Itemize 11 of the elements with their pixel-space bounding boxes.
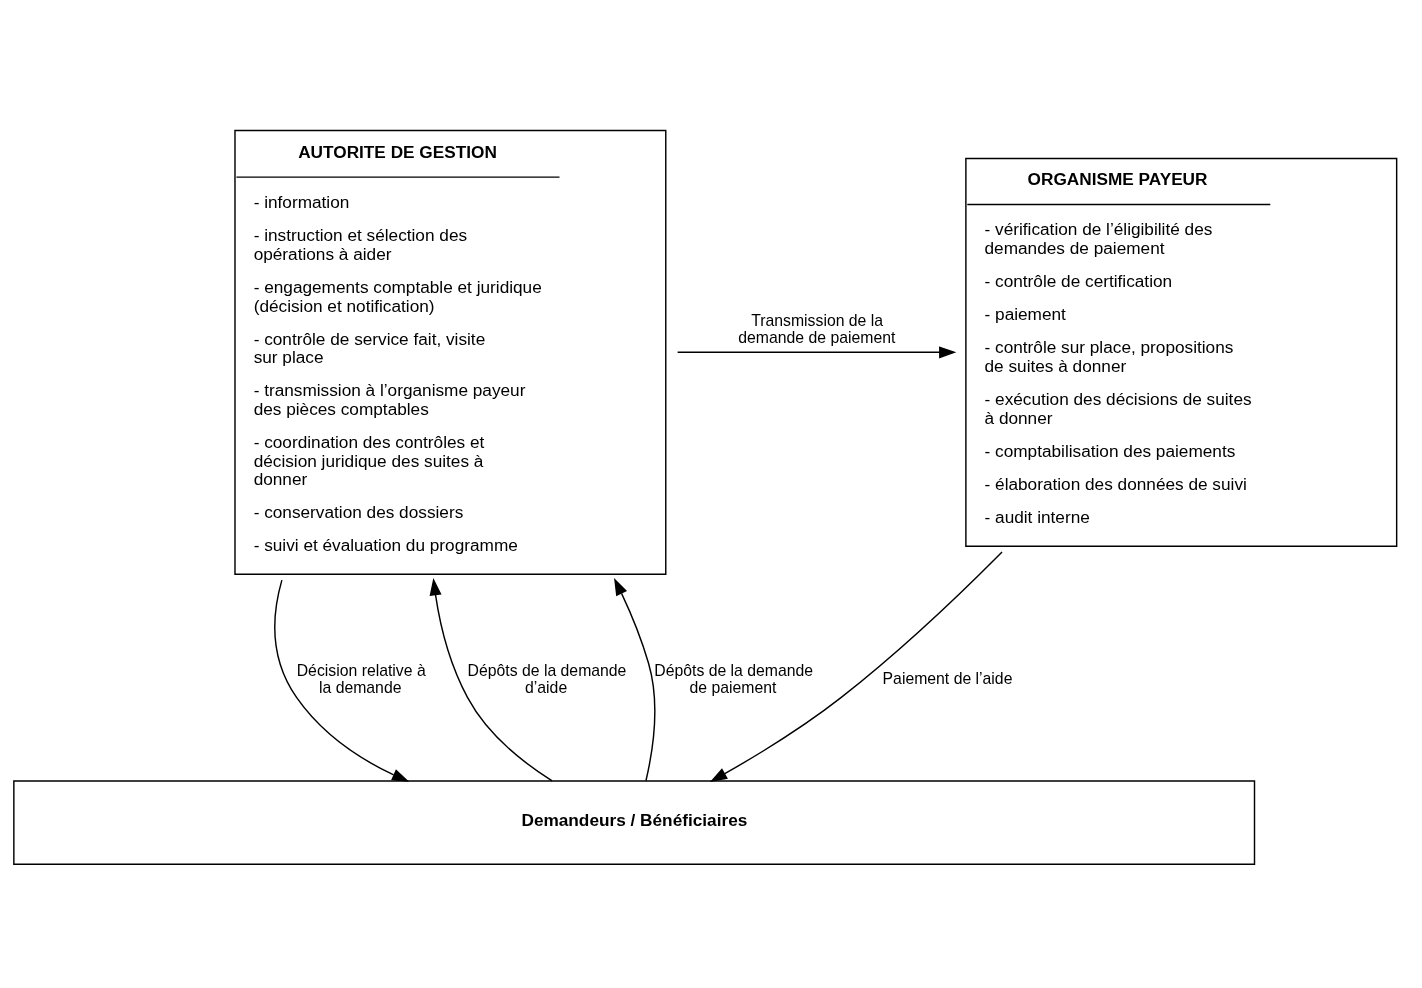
arrow [274,578,410,782]
edge-label: Décision relative à la demande [296,661,426,696]
edge-label: Dépôts de la demande de paiement [654,661,814,696]
edge-label: Transmission de la demande de paiement [738,311,896,346]
arrow [614,577,656,781]
arrow [676,345,957,358]
arrow [429,577,553,782]
node-box: Demandeurs / Bénéficiaires [13,779,1256,865]
arrow [709,550,1003,782]
edge-label: Dépôts de la demande d’aide [467,661,627,696]
edge-label: Paiement de l’aide [882,669,1013,687]
